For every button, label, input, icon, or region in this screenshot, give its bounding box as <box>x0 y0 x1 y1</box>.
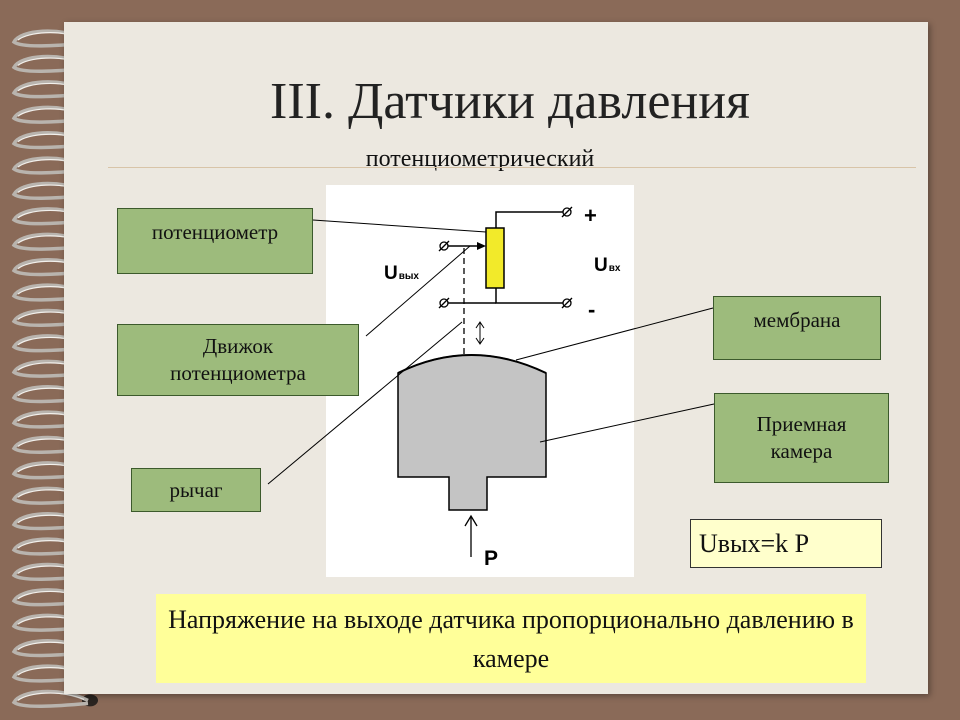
pressure-label: P <box>484 547 498 570</box>
title-divider <box>108 167 916 168</box>
formula-box: Uвых=k P <box>690 519 882 568</box>
label-membrane: мембрана <box>713 296 881 360</box>
terminal-plus <box>561 206 573 218</box>
u-in-label: Uвх <box>594 255 621 276</box>
minus-sign: - <box>588 297 595 322</box>
label-potentiometer: потенциометр <box>117 208 313 274</box>
pressure-arrow-icon <box>464 514 478 557</box>
wire-plus <box>495 211 567 228</box>
wire-minus <box>495 288 567 304</box>
terminal-out-bottom <box>438 297 450 309</box>
terminal-minus <box>561 297 573 309</box>
slide-title: III. Датчики давления <box>270 73 750 130</box>
wiper-arrow <box>477 242 486 250</box>
spiral-ring <box>11 689 98 709</box>
schematic-panel: + - Uвых Uвх P <box>326 185 634 577</box>
plus-sign: + <box>584 203 597 228</box>
movement-double-arrow-icon <box>475 321 485 345</box>
receiving-chamber <box>397 354 547 511</box>
label-lever: рычаг <box>131 468 261 512</box>
potentiometer-resistor <box>485 227 505 289</box>
slide-subtitle: потенциометрический <box>365 146 595 172</box>
label-potentiometer-slider: Движок потенциометра <box>117 324 359 396</box>
terminal-out-top <box>438 240 450 252</box>
schematic-drawing: + - Uвых Uвх P <box>384 203 621 570</box>
label-receiving-chamber: Приемная камера <box>714 393 889 483</box>
conclusion-note: Напряжение на выходе датчика пропорциона… <box>156 594 866 683</box>
u-out-label: Uвых <box>384 263 419 284</box>
